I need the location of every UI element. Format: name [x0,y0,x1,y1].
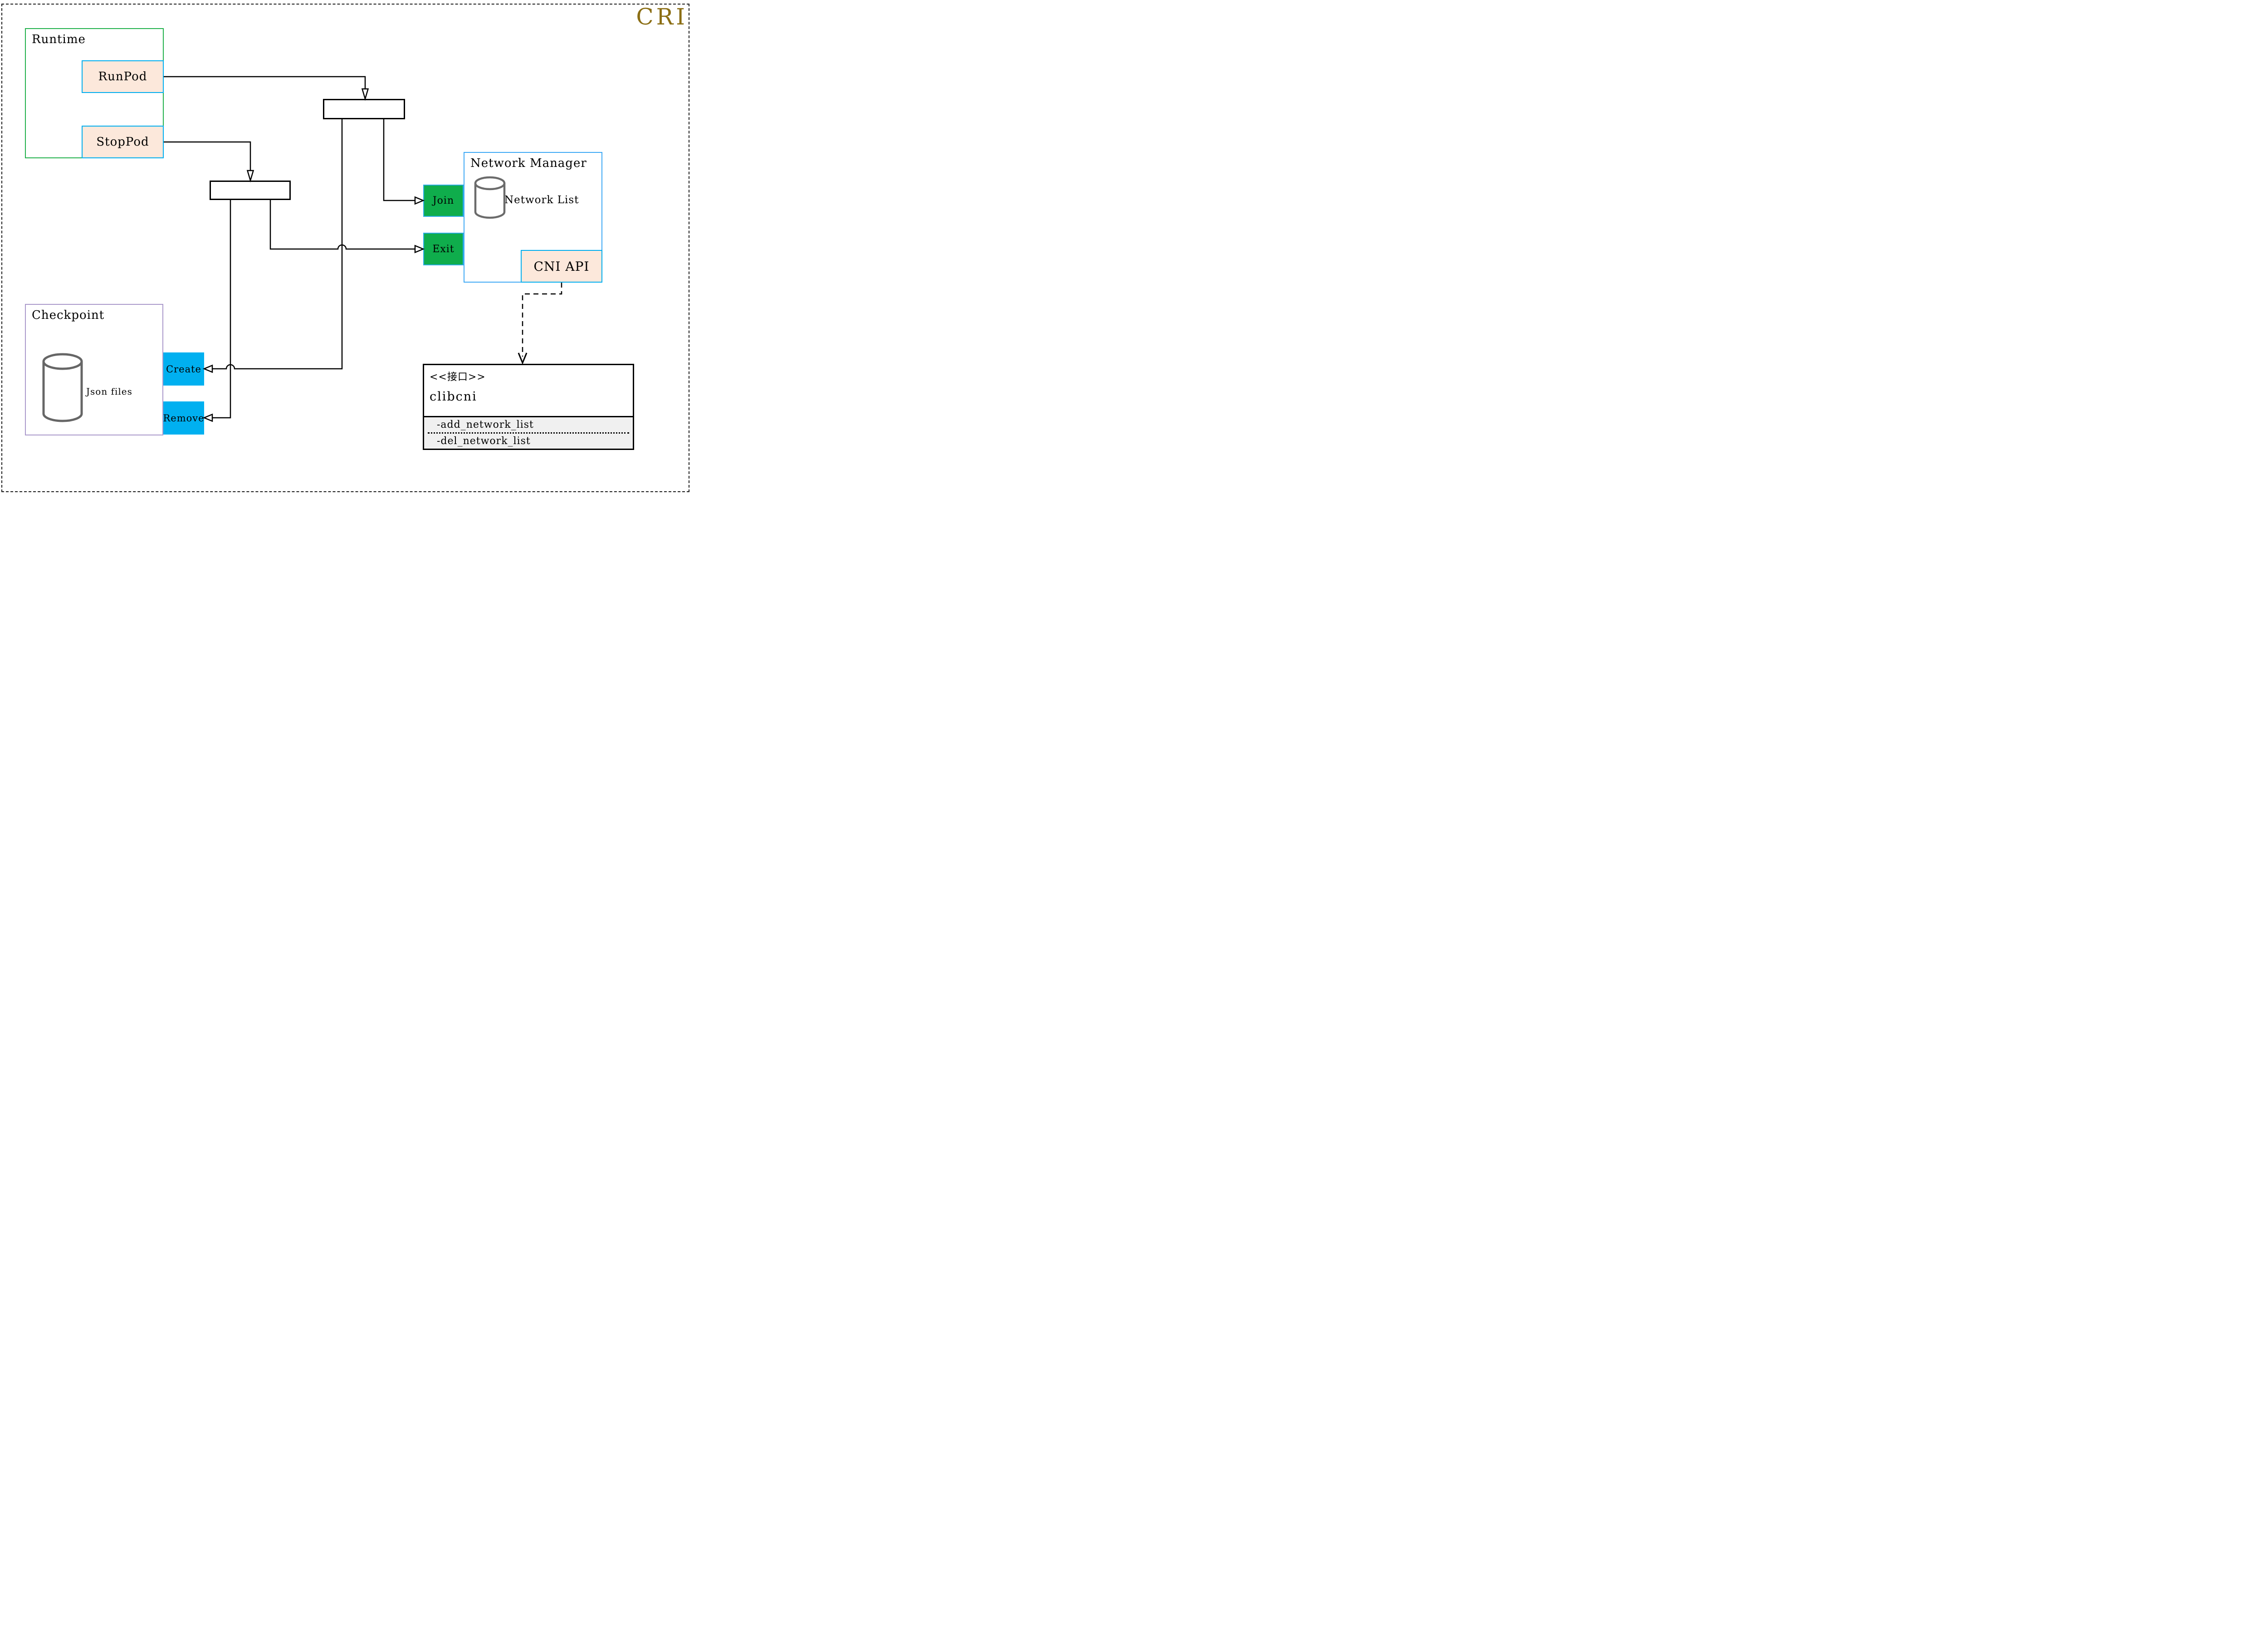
methods-dotted-divider [428,432,629,434]
arrowhead-into-junction1-icon [361,88,369,101]
arrowhead-into-junction2-icon [246,170,254,183]
arrowhead-into-exit-icon [414,244,425,254]
connector-runpod-to-junction1 [164,76,366,89]
arrowhead-into-clibcni-icon [518,352,528,365]
cri-architecture-diagram: { "page": { "badge": "CRI" }, "runtime":… [0,0,702,494]
clibcni-header: <<接口>> clibcni [424,365,633,416]
create-box: Create [163,352,204,386]
junction-box-runpod [323,99,405,119]
method-del-network-list: -del_network_list [437,435,531,447]
stoppod-box: StopPod [82,126,164,158]
connector-stoppod-to-junction2 [164,141,251,171]
exit-label: Exit [432,243,455,255]
diagram-title-cri: CRI [636,4,688,30]
connector-junction1-to-join [383,119,415,201]
interface-stereotype: <<接口>> [430,371,486,383]
create-label: Create [166,363,201,375]
network-list-label: Network List [504,194,579,206]
arrowhead-into-join-icon [414,196,425,205]
runpod-box: RunPod [82,60,164,93]
stoppod-label: StopPod [96,135,149,149]
junction-box-stoppod [210,181,291,200]
connector-cni-api-to-clibcni [522,283,562,357]
runtime-label: Runtime [32,33,86,46]
connector-junction2-to-remove [212,200,231,419]
interface-name: clibcni [430,390,477,404]
clibcni-methods-section: -add_network_list -del_network_list [424,416,633,449]
join-box: Join [423,185,464,217]
arrowhead-into-remove-icon [202,413,213,422]
json-files-label: Json files [86,386,132,397]
method-add-network-list: -add_network_list [437,419,534,430]
cni-api-label: CNI API [533,259,590,274]
arrowhead-into-create-icon [202,364,213,373]
clibcni-interface-box: <<接口>> clibcni -add_network_list -del_ne… [423,364,634,450]
connector-junction2-to-exit [269,200,415,250]
remove-box: Remove [163,401,204,435]
remove-label: Remove [163,412,205,424]
cni-api-box: CNI API [521,250,602,283]
exit-box: Exit [423,233,464,265]
connector-junction1-to-create [212,119,343,370]
checkpoint-label: Checkpoint [32,308,105,322]
join-label: Join [432,195,455,206]
checkpoint-group-box: Checkpoint [25,304,163,435]
runpod-label: RunPod [98,70,147,83]
network-manager-label: Network Manager [470,156,587,170]
